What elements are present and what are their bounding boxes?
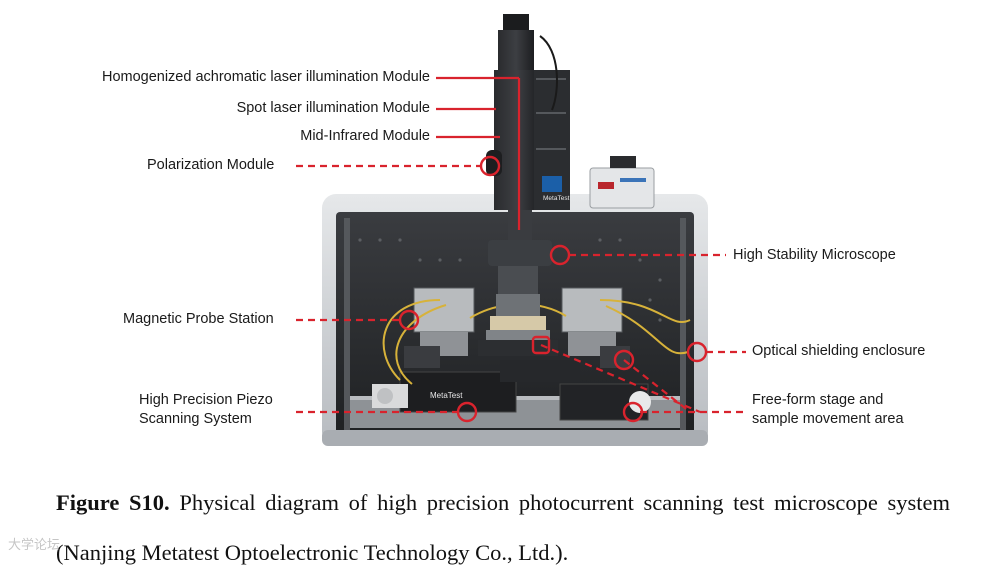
label-mid-infrared-module: Mid-Infrared Module	[300, 128, 430, 144]
label-stage-line2: sample movement area	[752, 411, 904, 427]
watermark-text: 大学论坛	[8, 538, 61, 553]
caption-text: Physical diagram of high precision photo…	[56, 490, 950, 565]
figure-caption: Figure S10. Physical diagram of high pre…	[56, 478, 950, 578]
figure-label: Figure S10.	[56, 490, 170, 515]
label-homogenized-module: Homogenized achromatic laser illuminatio…	[101, 69, 430, 85]
microscope-tower: MetaTest	[478, 14, 570, 356]
marker-piezo	[456, 401, 478, 423]
marker-stage-b	[622, 401, 644, 423]
tower-brand-text: MetaTest	[543, 195, 570, 202]
probe-cables	[382, 299, 691, 385]
marker-stage-a	[613, 349, 635, 371]
probe-stations	[404, 287, 630, 368]
controller-box	[589, 156, 655, 209]
label-stage-line1: Free-form stage and	[752, 392, 884, 408]
label-piezo-line1: High Precision Piezo	[139, 392, 273, 408]
callout-leaders	[296, 76, 746, 414]
marker-polarization	[479, 155, 501, 177]
label-spot-module: Spot laser illumination Module	[236, 100, 430, 116]
callout-markers	[398, 155, 708, 423]
label-polarization-module: Polarization Module	[147, 157, 275, 173]
marker-enclosure	[686, 341, 708, 363]
label-high-stability-microscope: High Stability Microscope	[733, 247, 896, 263]
label-magnetic-probe-station: Magnetic Probe Station	[123, 311, 274, 327]
marker-microscope	[549, 244, 571, 266]
marker-probe-station	[398, 309, 420, 331]
stage-brand-text: MetaTest	[430, 391, 463, 400]
label-optical-shielding-enclosure: Optical shielding enclosure	[752, 343, 926, 359]
label-piezo-line2: Scanning System	[139, 411, 252, 427]
marker-sample	[531, 335, 551, 355]
scanning-stage: MetaTest	[372, 360, 651, 421]
